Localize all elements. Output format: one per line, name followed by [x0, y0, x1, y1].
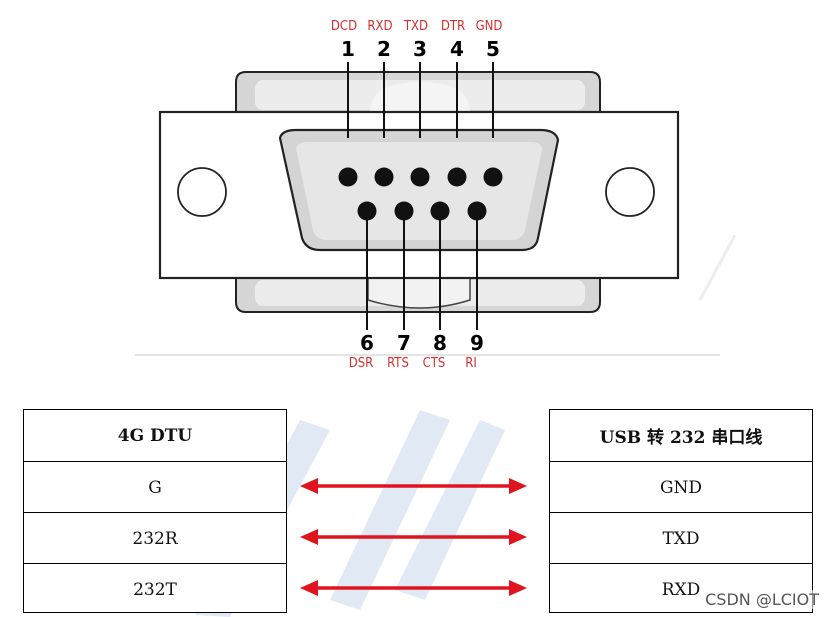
pin-number-7: 7	[397, 331, 411, 355]
right-table-cell: RXD	[550, 563, 812, 615]
pin-signal-gnd: GND	[476, 19, 503, 34]
pin-number-9: 9	[470, 331, 484, 355]
pin-number-2: 2	[377, 37, 391, 61]
double-arrow	[300, 529, 527, 545]
pin-signal-dcd: DCD	[331, 19, 357, 34]
pin-signal-dtr: DTR	[441, 19, 465, 34]
pin-number-5: 5	[486, 37, 500, 61]
pin-number-3: 3	[413, 37, 427, 61]
double-arrow	[300, 580, 527, 596]
pin-3	[410, 167, 430, 187]
csdn-credit: CSDN @LCIOT	[705, 590, 819, 609]
pin-number-4: 4	[450, 37, 464, 61]
arrow-head-right	[509, 580, 527, 596]
left-table-cell: 232T	[24, 563, 286, 615]
pin-8	[430, 201, 450, 221]
left-table-header: 4G DTU	[117, 425, 193, 446]
right-table-cell: GND	[550, 461, 812, 513]
pin-signal-ri: RI	[465, 356, 477, 371]
pin-6	[357, 201, 377, 221]
double-arrow	[300, 478, 527, 494]
pin-9	[467, 201, 487, 221]
pin-2	[374, 167, 394, 187]
right-table: USB 转 232 串口线 GND TXD RXD	[549, 409, 813, 613]
right-table-header: USB 转 232 串口线	[599, 428, 763, 448]
pin-7	[394, 201, 414, 221]
pin-number-8: 8	[433, 331, 447, 355]
pin-5	[483, 167, 503, 187]
right-mount-hole	[605, 167, 655, 217]
connector-shell	[158, 71, 680, 313]
arrow-head-left	[300, 529, 318, 545]
pin-signal-cts: CTS	[423, 356, 446, 371]
pin-4	[447, 167, 467, 187]
left-table-cell: G	[24, 461, 286, 513]
arrow-head-right	[509, 529, 527, 545]
pin-signal-dsr: DSR	[349, 356, 374, 371]
pin-signal-txd: TXD	[403, 19, 428, 34]
pin-number-6: 6	[360, 331, 374, 355]
pin-number-1: 1	[341, 37, 355, 61]
pin-signal-rts: RTS	[387, 356, 409, 371]
arrow-head-left	[300, 478, 318, 494]
left-table-cell: 232R	[24, 512, 286, 564]
left-mount-hole	[177, 167, 227, 217]
arrow-head-right	[509, 478, 527, 494]
left-table: 4G DTU G 232R 232T	[23, 409, 287, 613]
pin-signal-rxd: RXD	[367, 19, 392, 34]
right-table-cell: TXD	[550, 512, 812, 564]
pin-1	[338, 167, 358, 187]
arrow-head-left	[300, 580, 318, 596]
